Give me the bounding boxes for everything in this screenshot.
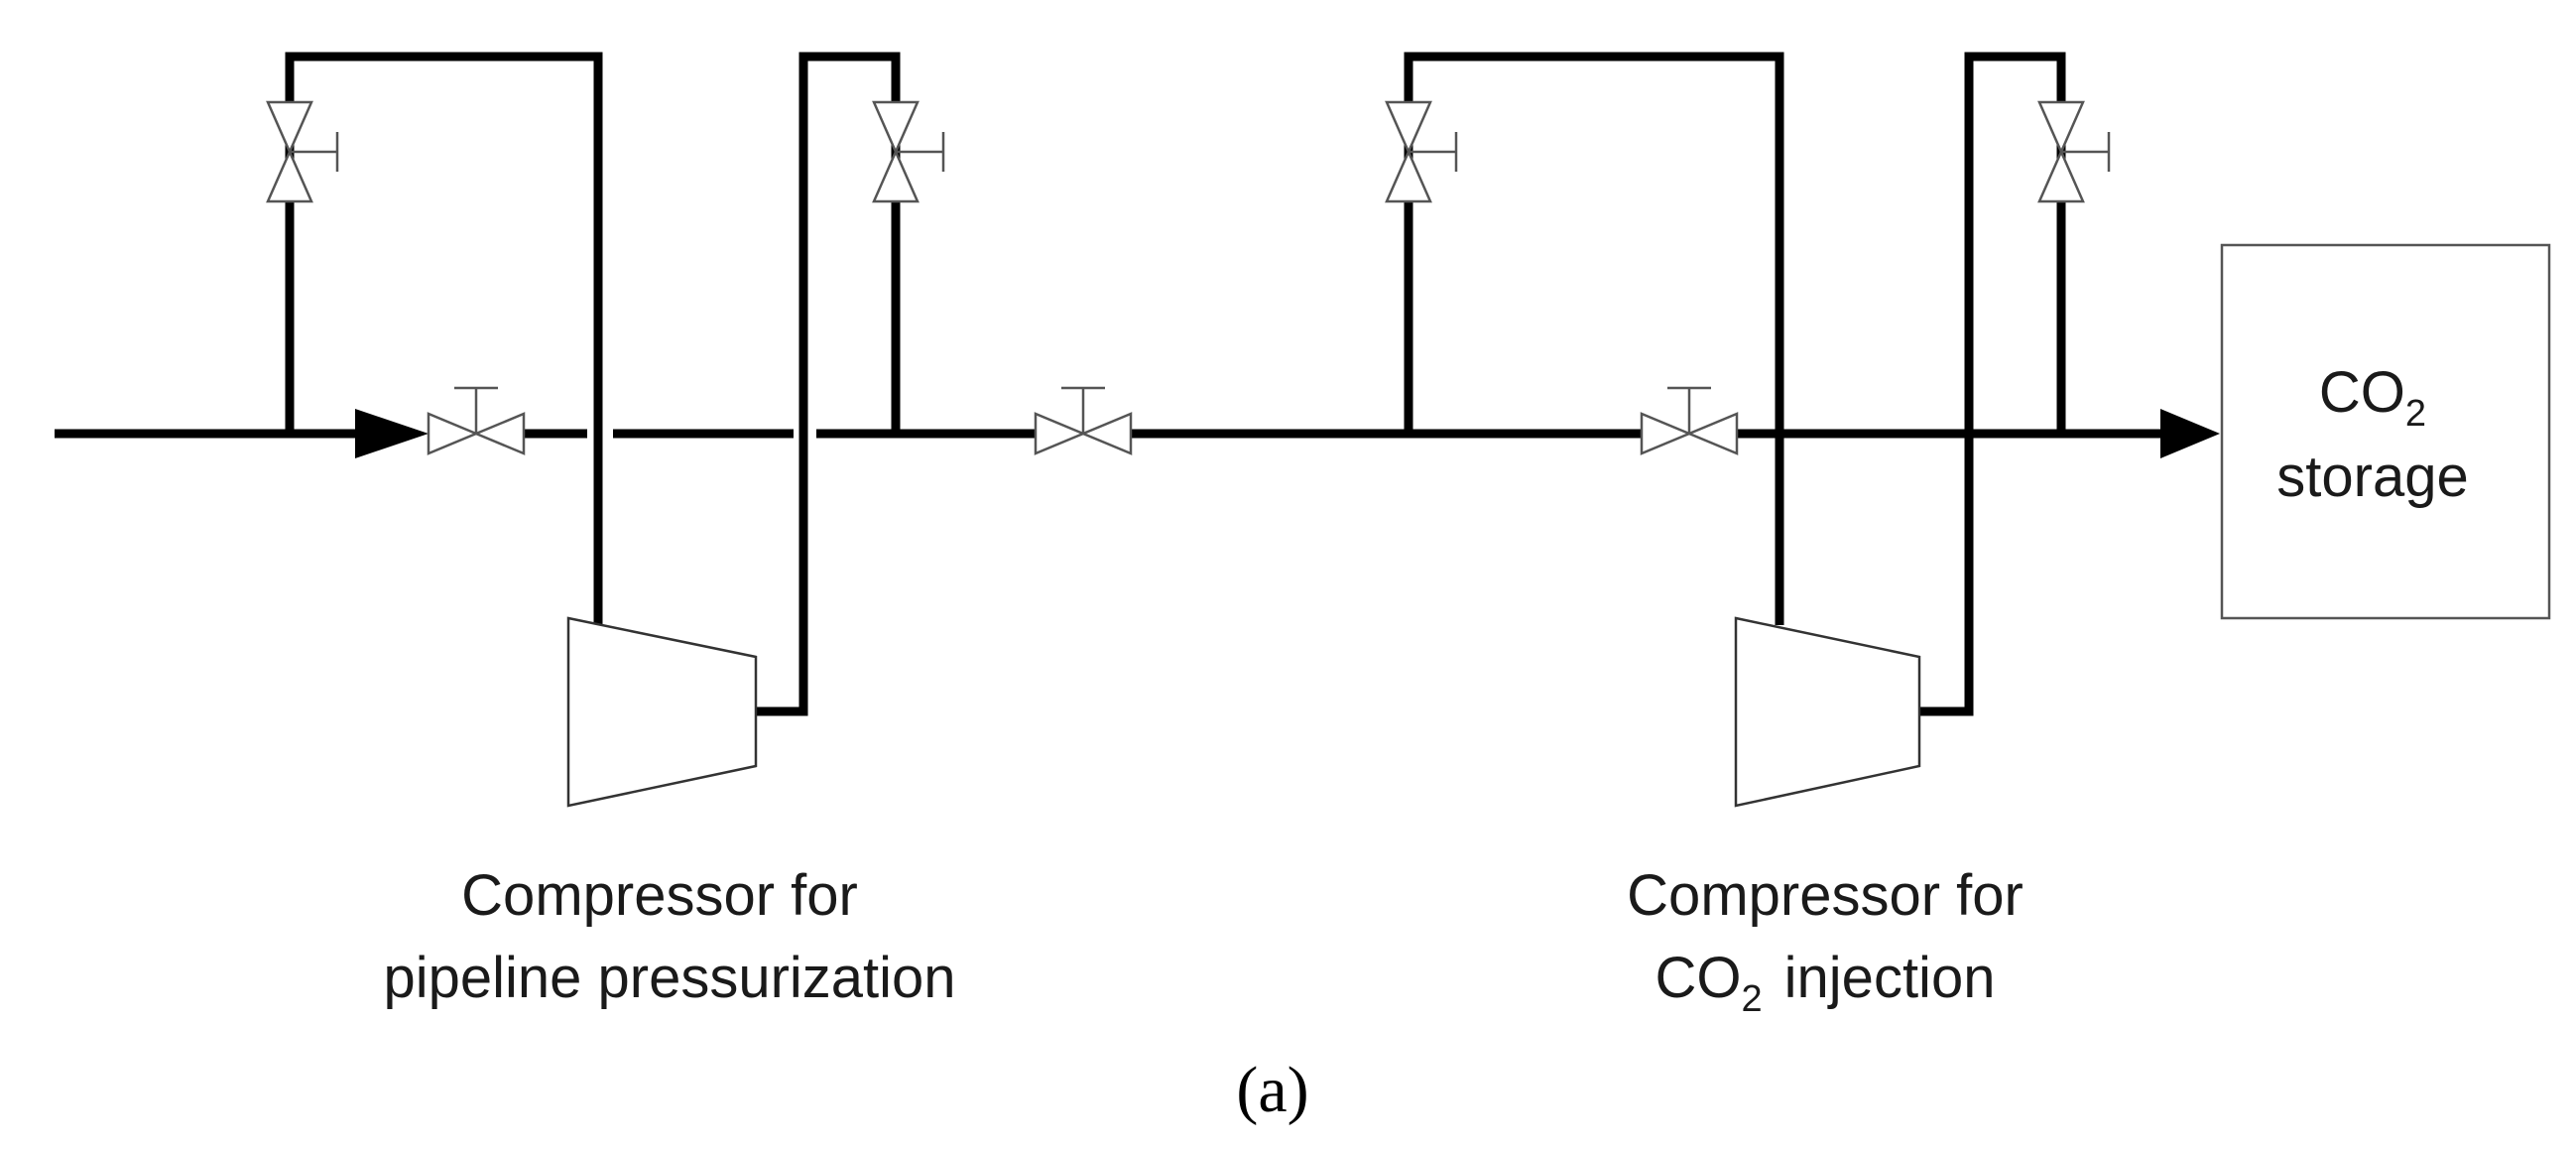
inline-valve-2-icon xyxy=(1034,386,1133,455)
co2-storage-box xyxy=(2220,243,2551,620)
compressor-injection-label-line1: Compressor for xyxy=(1627,863,2024,928)
bypass-valve-2-icon xyxy=(872,100,945,203)
inlet-arrow-icon xyxy=(355,409,429,458)
bypass-valve-4-icon xyxy=(2037,100,2111,203)
compressor-pipeline-icon xyxy=(566,616,758,808)
compressor-pipeline-label-line1: Compressor for xyxy=(461,863,858,928)
discharge-pipe-1 xyxy=(756,52,901,716)
discharge-pipe-2 xyxy=(1919,52,2066,716)
bypass-pipe-2 xyxy=(1404,52,1784,625)
storage-label: CO2 xyxy=(2319,360,2426,435)
inline-valve-3-icon xyxy=(1640,386,1739,455)
bypass-valve-3-icon xyxy=(1385,100,1458,203)
figure-caption: (a) xyxy=(1236,1054,1308,1126)
bypass-pipe-1 xyxy=(285,52,603,625)
inline-valve-1-icon xyxy=(427,386,526,455)
outlet-arrow-icon xyxy=(2160,409,2220,458)
compressor-pipeline-label-line2: pipeline pressurization xyxy=(383,946,955,1010)
bypass-valve-1-icon xyxy=(266,100,339,203)
storage-label-word: storage xyxy=(2276,445,2468,509)
compressor-injection-icon xyxy=(1734,616,1921,808)
